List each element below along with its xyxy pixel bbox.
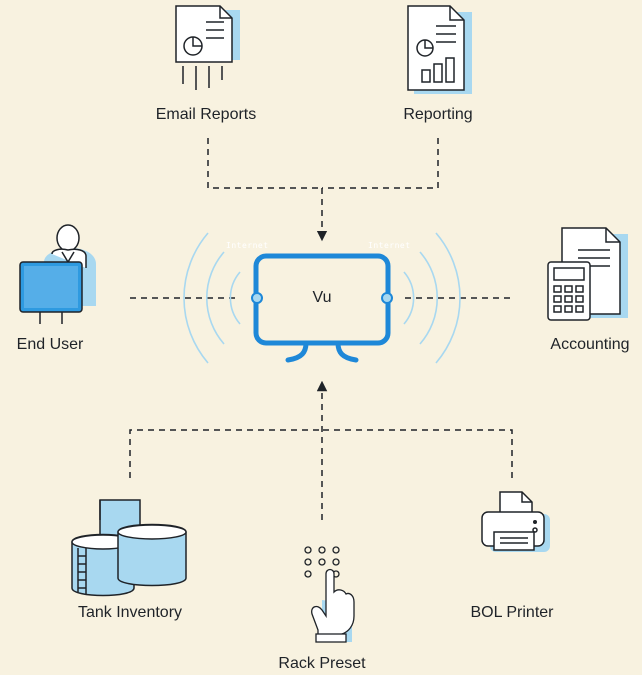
connector-tank-inventory [129, 429, 322, 478]
node-label-accounting: Accounting [550, 336, 630, 353]
node-label-reporting: Reporting [403, 106, 473, 123]
report-document-icon [407, 5, 472, 94]
node-label-end-user: End User [16, 336, 84, 353]
node-label-rack-preset: Rack Preset [278, 655, 366, 672]
wireless-arcs [183, 232, 461, 364]
node-label-vu: Vu [312, 289, 332, 306]
user-computer-icon [19, 224, 96, 324]
internet-label-right: Internet [368, 241, 411, 250]
connector-email-reports [207, 138, 322, 189]
wave-right-3 [435, 232, 461, 364]
node-label-bol-printer: BOL Printer [470, 604, 554, 621]
email-report-icon [175, 5, 240, 90]
wave-left-1 [229, 271, 241, 325]
node-label-email-reports: Email Reports [155, 106, 257, 123]
connector-reporting [322, 138, 439, 189]
wave-left-3 [183, 232, 209, 364]
printer-icon [481, 491, 550, 552]
connector-bol-printer [322, 429, 513, 478]
wave-right-1 [403, 271, 415, 325]
calculator-document-icon [547, 227, 628, 321]
node-label-tank-inventory: Tank Inventory [77, 604, 183, 621]
connectors [129, 138, 515, 520]
keypad-hand-icon [304, 546, 355, 643]
internet-label-left: Internet [226, 241, 269, 250]
storage-tank-icon [71, 499, 187, 597]
wave-right-2 [419, 251, 438, 345]
monitor-icon [251, 253, 393, 363]
wave-left-2 [206, 251, 225, 345]
